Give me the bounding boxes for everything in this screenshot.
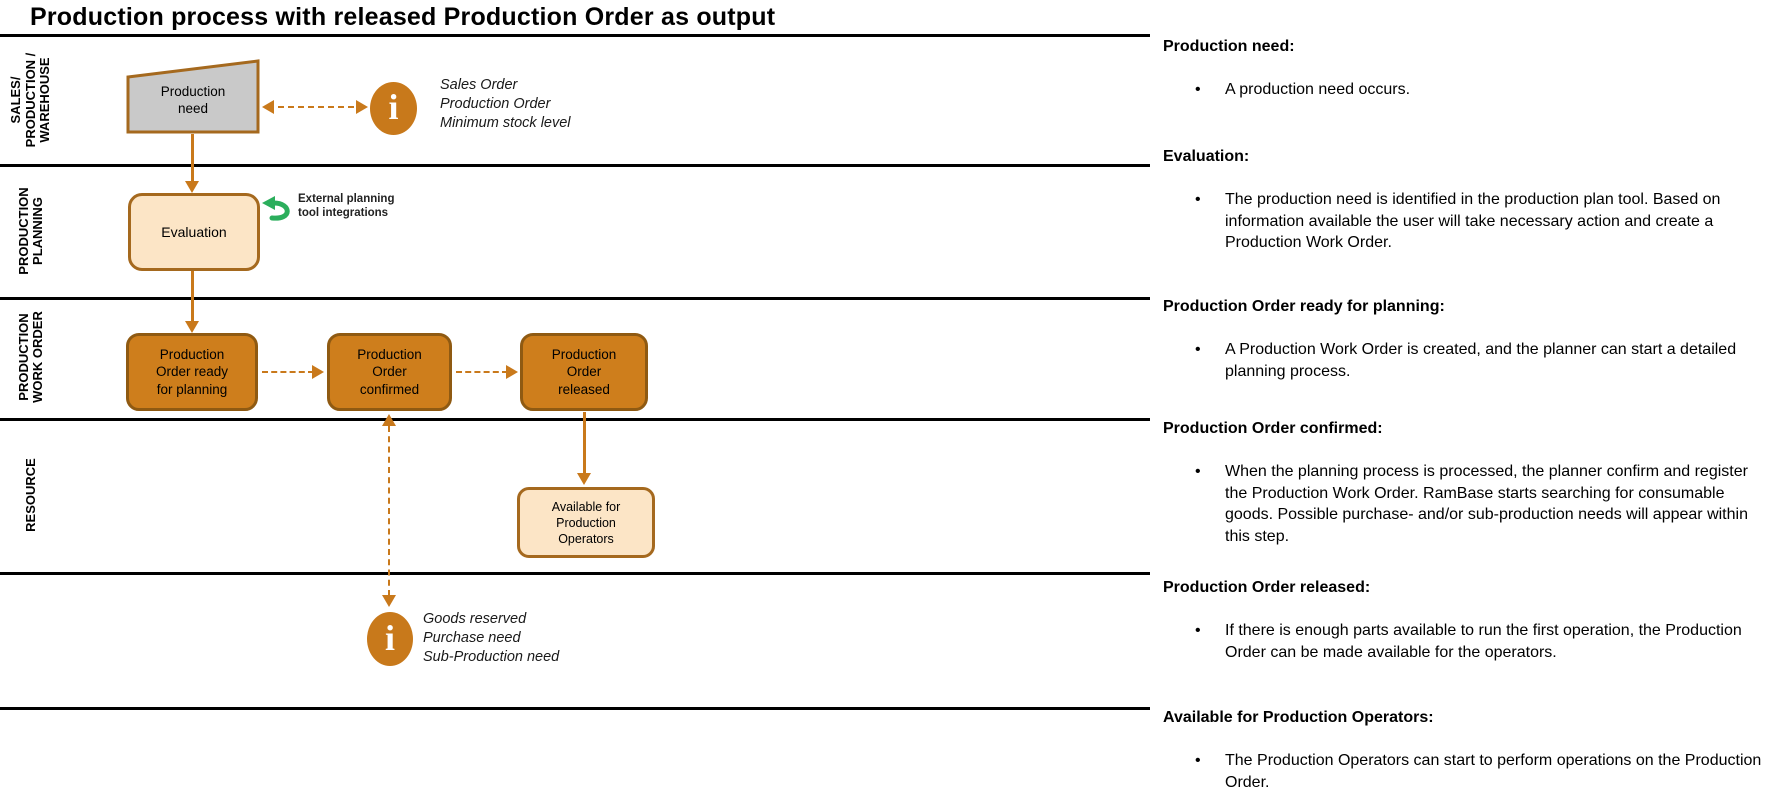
right-panel-section: Evaluation: • The production need is ide… <box>1163 146 1769 254</box>
info2-notes: Goods reserved Purchase need Sub-Product… <box>423 611 560 665</box>
section-bullet: • A production need occurs. <box>1163 79 1769 101</box>
right-panel-section: Production need: • A production need occ… <box>1163 36 1769 101</box>
arrowhead-down <box>382 595 396 607</box>
external-planning-icon <box>262 196 290 221</box>
lane-divider <box>0 707 1150 710</box>
arrowhead-down <box>185 181 199 193</box>
section-bullet: • The Production Operators can start to … <box>1163 750 1769 793</box>
arrow-need-info <box>268 106 364 108</box>
lane-divider <box>0 572 1150 575</box>
info-glyph: i <box>388 87 399 127</box>
arrow-need-evaluation <box>191 134 194 183</box>
section-heading: Evaluation: <box>1163 148 1250 165</box>
bullet-dot: • <box>1195 81 1201 98</box>
section-bullet: • A Production Work Order is created, an… <box>1163 339 1769 382</box>
info-icon: i <box>367 612 413 666</box>
bullet-dot: • <box>1195 341 1201 358</box>
arrowhead-right <box>312 365 324 379</box>
arrow-po2-info2 <box>388 426 390 596</box>
available-for-operators-box: Available for Production Operators <box>517 487 655 558</box>
bullet-text: A Production Work Order is created, and … <box>1225 341 1737 380</box>
lane-divider <box>0 297 1150 300</box>
po-confirmed-box: Production Order confirmed <box>327 333 452 411</box>
lane-label-sales-production-warehouse: SALES/ PRODUCTION / WAREHOUSE <box>8 52 53 148</box>
section-bullet: • If there is enough parts available to … <box>1163 620 1769 663</box>
right-panel-section: Production Order confirmed: • When the p… <box>1163 418 1769 548</box>
lane-label-production-planning: PRODUCTION PLANNING <box>15 187 46 275</box>
trapezoid-shape <box>126 59 260 134</box>
arrow-evaluation-po <box>191 271 194 323</box>
info-glyph: i <box>384 617 395 658</box>
bullet-text: A production need occurs. <box>1225 81 1411 98</box>
bullet-text: When the planning process is processed, … <box>1225 463 1748 546</box>
bullet-dot: • <box>1195 191 1201 208</box>
arrowhead-up <box>382 414 396 426</box>
arrowhead-left <box>262 100 274 114</box>
production-need-label: Production need <box>160 84 226 116</box>
arrowhead-down <box>185 321 199 333</box>
arrow-po1-po2 <box>262 371 314 373</box>
lane-label-production-work-order: PRODUCTION WORK ORDER <box>15 311 46 403</box>
evaluation-label: Evaluation <box>161 223 227 240</box>
section-bullet: • The production need is identified in t… <box>1163 189 1769 254</box>
lane-divider <box>0 34 1150 37</box>
lane-divider <box>0 164 1150 167</box>
po-ready-box: Production Order ready for planning <box>126 333 258 411</box>
external-planning-label: External planning tool integrations <box>298 193 395 219</box>
bullet-text: The Production Operators can start to pe… <box>1225 752 1762 791</box>
arrowhead-right <box>356 100 368 114</box>
arrow-po2-po3 <box>456 371 508 373</box>
bullet-dot: • <box>1195 752 1201 769</box>
lane-label-resource: RESOURCE <box>22 458 38 532</box>
section-bullet: • When the planning process is processed… <box>1163 461 1769 548</box>
bullet-dot: • <box>1195 463 1201 480</box>
info1-notes: Sales Order Production Order Minimum sto… <box>440 77 571 131</box>
bullet-dot: • <box>1195 622 1201 639</box>
production-need-shape: Production need <box>126 59 260 134</box>
arrowhead-down <box>577 473 591 485</box>
info-icon: i <box>370 82 417 135</box>
section-heading: Available for Production Operators: <box>1163 709 1434 726</box>
section-heading: Production need: <box>1163 38 1295 55</box>
arrowhead-right <box>506 365 518 379</box>
section-heading: Production Order released: <box>1163 579 1371 596</box>
po-released-box: Production Order released <box>520 333 648 411</box>
arrow-po3-available <box>583 412 586 475</box>
right-panel-section: Production Order released: • If there is… <box>1163 577 1769 663</box>
page-title: Production process with released Product… <box>30 3 776 31</box>
section-heading: Production Order confirmed: <box>1163 420 1383 437</box>
right-panel-section: Available for Production Operators: • Th… <box>1163 707 1769 793</box>
bullet-text: If there is enough parts available to ru… <box>1225 622 1742 661</box>
section-heading: Production Order ready for planning: <box>1163 298 1445 315</box>
right-panel-section: Production Order ready for planning: • A… <box>1163 296 1769 382</box>
evaluation-box: Evaluation <box>128 193 260 271</box>
bullet-text: The production need is identified in the… <box>1225 191 1721 252</box>
lane-divider <box>0 418 1150 421</box>
